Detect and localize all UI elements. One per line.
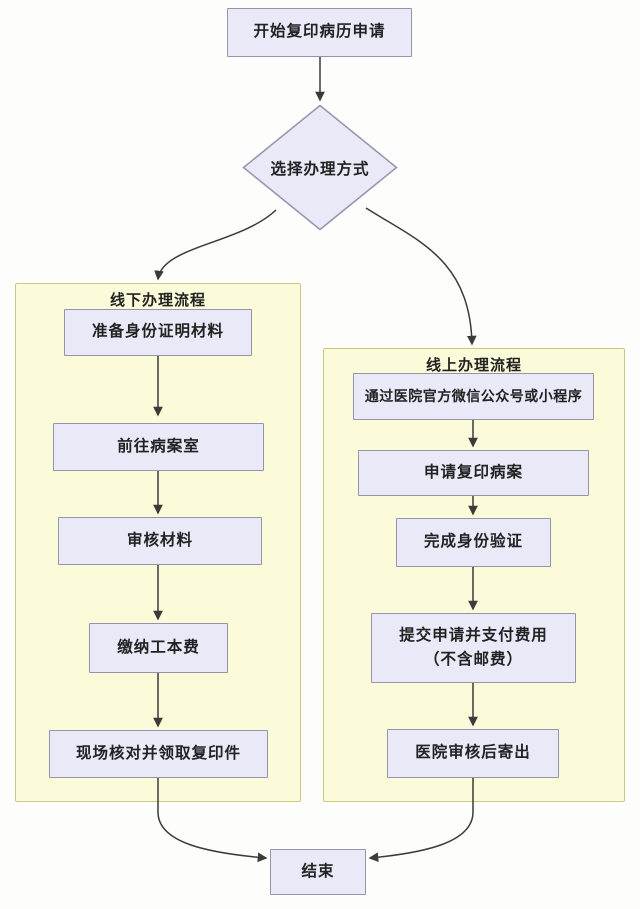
offline-step-5: 现场核对并领取复印件 [49, 730, 268, 778]
offline-step-1: 准备身份证明材料 [64, 309, 252, 356]
online-step-3: 完成身份验证 [396, 518, 551, 567]
online-subprocess-title: 线上办理流程 [425, 357, 522, 374]
offline-step-3: 审核材料 [58, 517, 262, 565]
online-step-1: 通过医院官方微信公众号或小程序 [353, 373, 594, 420]
decision-diamond-polygon [242, 104, 398, 231]
offline-step-4-label: 缴纳工本费 [117, 638, 200, 656]
offline-step-1-label: 准备身份证明材料 [91, 323, 224, 341]
end-node: 结束 [270, 849, 366, 895]
start-node-label: 开始复印病历申请 [253, 23, 386, 41]
offline-step-3-label: 审核材料 [126, 531, 193, 549]
start-node: 开始复印病历申请 [227, 8, 412, 57]
end-node-label: 结束 [301, 862, 335, 880]
offline-step-2-label: 前往病案室 [117, 437, 200, 455]
online-step-4: 提交申请并支付费用 （不含邮费） [371, 613, 576, 683]
decision-node-label: 选择办理方式 [270, 160, 370, 178]
decision-diamond-shape [242, 104, 398, 231]
online-step-2-label: 申请复印病案 [423, 463, 523, 481]
online-step-3-label: 完成身份验证 [423, 533, 523, 551]
offline-step-5-label: 现场核对并领取复印件 [75, 744, 241, 762]
offline-step-2: 前往病案室 [53, 423, 264, 471]
online-step-2: 申请复印病案 [358, 450, 589, 496]
online-step-4-label: 提交申请并支付费用 （不含邮费） [399, 626, 548, 668]
online-step-5: 医院审核后寄出 [387, 729, 559, 778]
online-step-5-label: 医院审核后寄出 [415, 744, 531, 762]
offline-subprocess-title: 线下办理流程 [109, 292, 206, 309]
offline-step-4: 缴纳工本费 [89, 623, 228, 673]
online-step-1-label: 通过医院官方微信公众号或小程序 [364, 387, 583, 404]
decision-node: 选择办理方式 [242, 104, 398, 231]
